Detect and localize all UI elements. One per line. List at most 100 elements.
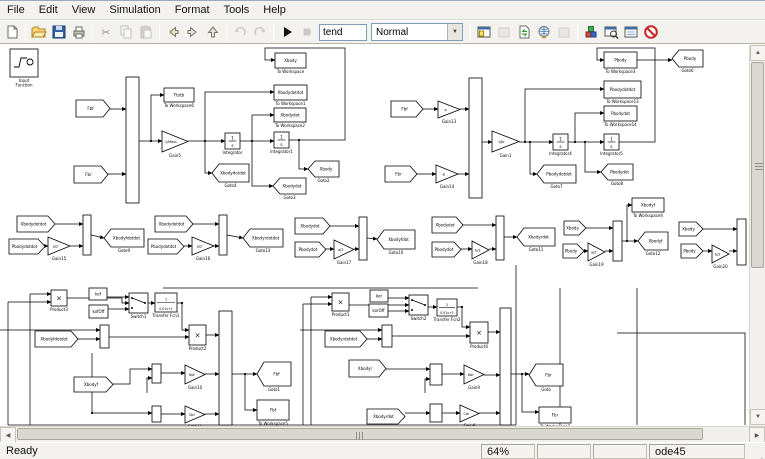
start-simulation-icon[interactable] — [277, 22, 297, 42]
block-mux[interactable] — [495, 215, 505, 261]
block-product2[interactable]: ×Product2 — [188, 324, 207, 351]
block-pbodydot[interactable]: Pbodydot — [294, 241, 327, 258]
menu-item-help[interactable]: Help — [263, 4, 286, 16]
simulation-stop-time-input[interactable] — [319, 23, 367, 41]
block-mux[interactable] — [218, 214, 228, 256]
block-mux[interactable] — [429, 363, 443, 386]
block-xbodydot[interactable]: Xbodydot — [294, 217, 331, 235]
block-fbr[interactable]: Fbr — [73, 165, 109, 184]
model-explorer-icon[interactable] — [601, 22, 621, 42]
chevron-down-icon[interactable]: ▼ — [447, 24, 462, 40]
block-koroff[interactable]: korOff — [368, 303, 389, 318]
block-switch2[interactable]: Switch2 — [408, 294, 429, 321]
block-pbody[interactable]: Pbody — [562, 243, 585, 259]
block-fbr[interactable]: FbrTo Workspace7 — [538, 406, 572, 426]
block-mux[interactable] — [358, 216, 368, 261]
block-pbodydot[interactable]: Pbodydot — [431, 241, 462, 258]
block-product1[interactable]: ×Product1 — [331, 292, 350, 317]
block-fbr[interactable]: Fbr — [384, 165, 418, 183]
block-cbf[interactable]: CbfGain11 — [184, 405, 207, 426]
block-xbodyrdot[interactable]: Xbodyrdot — [366, 408, 406, 425]
block-switch1[interactable]: Switch1 — [128, 292, 149, 319]
model-browser-icon[interactable] — [474, 22, 494, 42]
block-xbody[interactable]: Xbody — [563, 220, 587, 236]
block-xbodyr[interactable]: Xbodyr — [348, 359, 387, 378]
block-xbodydotdot[interactable]: Xbodydotdot — [154, 215, 194, 233]
menu-item-format[interactable]: Format — [174, 4, 210, 16]
block-fbf[interactable]: Fbf — [390, 100, 424, 118]
disabled-link-icon[interactable] — [641, 22, 661, 42]
block-product3[interactable]: ×Product3 — [50, 289, 68, 312]
back-icon[interactable] — [163, 22, 183, 42]
vertical-scrollbar[interactable]: ▲ ▼ — [749, 45, 765, 426]
block-mux[interactable] — [218, 310, 233, 426]
scroll-left-icon[interactable]: ◀ — [0, 427, 16, 443]
block-xbodydotdot[interactable]: Xbodydotdot — [16, 215, 56, 233]
block-mux[interactable] — [125, 76, 140, 204]
open-file-icon[interactable] — [29, 22, 49, 42]
forward-icon[interactable] — [183, 22, 203, 42]
block-product4[interactable]: ×Product4 — [469, 321, 489, 349]
block-fbf[interactable]: Fbf — [75, 99, 111, 118]
block-mux[interactable] — [82, 214, 92, 256]
block-xbodyrdotdot[interactable]: Xbodyrdotdot — [324, 330, 368, 348]
print-icon[interactable] — [69, 22, 89, 42]
block-xbodyfdotdot[interactable]: Xbodyfdotdot — [34, 330, 79, 348]
up-to-parent-icon[interactable] — [203, 22, 223, 42]
block-mux[interactable] — [499, 307, 512, 426]
block-xbody[interactable]: Xbody — [678, 221, 704, 237]
library-browser-icon[interactable] — [621, 22, 641, 42]
block-mux[interactable] — [381, 324, 393, 348]
block-mux[interactable] — [612, 220, 623, 262]
build-all-icon[interactable] — [534, 22, 554, 42]
scroll-down-icon[interactable]: ▼ — [750, 409, 765, 425]
block-pbodydotdot[interactable]: Pbodydotdot — [147, 238, 185, 255]
scroll-right-icon[interactable]: ▶ — [749, 427, 765, 443]
block-mux[interactable] — [99, 324, 110, 349]
update-diagram-icon[interactable] — [514, 22, 534, 42]
block-pbody[interactable]: Pbody — [680, 243, 704, 259]
save-icon[interactable] — [49, 22, 69, 42]
menu-item-view[interactable]: View — [71, 4, 96, 16]
block-mux[interactable] — [151, 405, 162, 423]
scroll-up-icon[interactable]: ▲ — [750, 45, 765, 61]
menu-item-edit[interactable]: Edit — [38, 4, 58, 16]
block-kofoff[interactable]: kofOff — [88, 304, 109, 319]
new-file-icon[interactable] — [2, 22, 22, 42]
block-xbodydot[interactable]: Xbodydot — [431, 216, 464, 234]
block-kor[interactable]: kor — [369, 289, 389, 303]
menu-item-simulation[interactable]: Simulation — [109, 4, 161, 16]
vertical-scroll-thumb[interactable] — [751, 62, 764, 268]
